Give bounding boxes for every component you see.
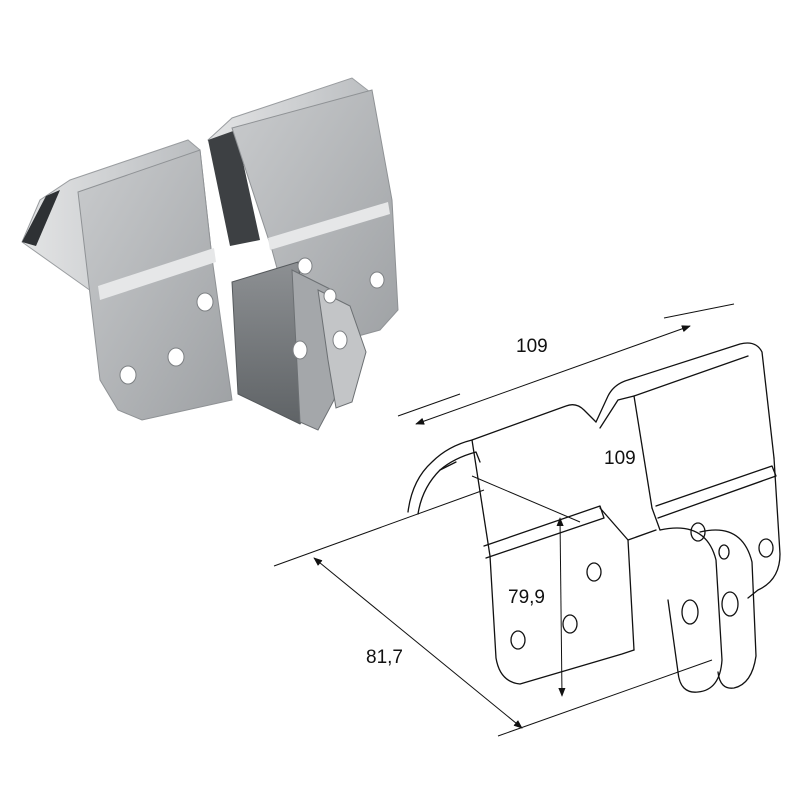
dimension-length-top: 109: [516, 336, 548, 357]
bracket-line-drawing: [407, 342, 781, 693]
dimension-height: 79,9: [508, 587, 545, 608]
bracket-render: [21, 77, 399, 431]
dimension-depth: 81,7: [366, 647, 403, 668]
dimension-lines: [273, 303, 735, 737]
dimension-length-side: 109: [604, 448, 636, 469]
